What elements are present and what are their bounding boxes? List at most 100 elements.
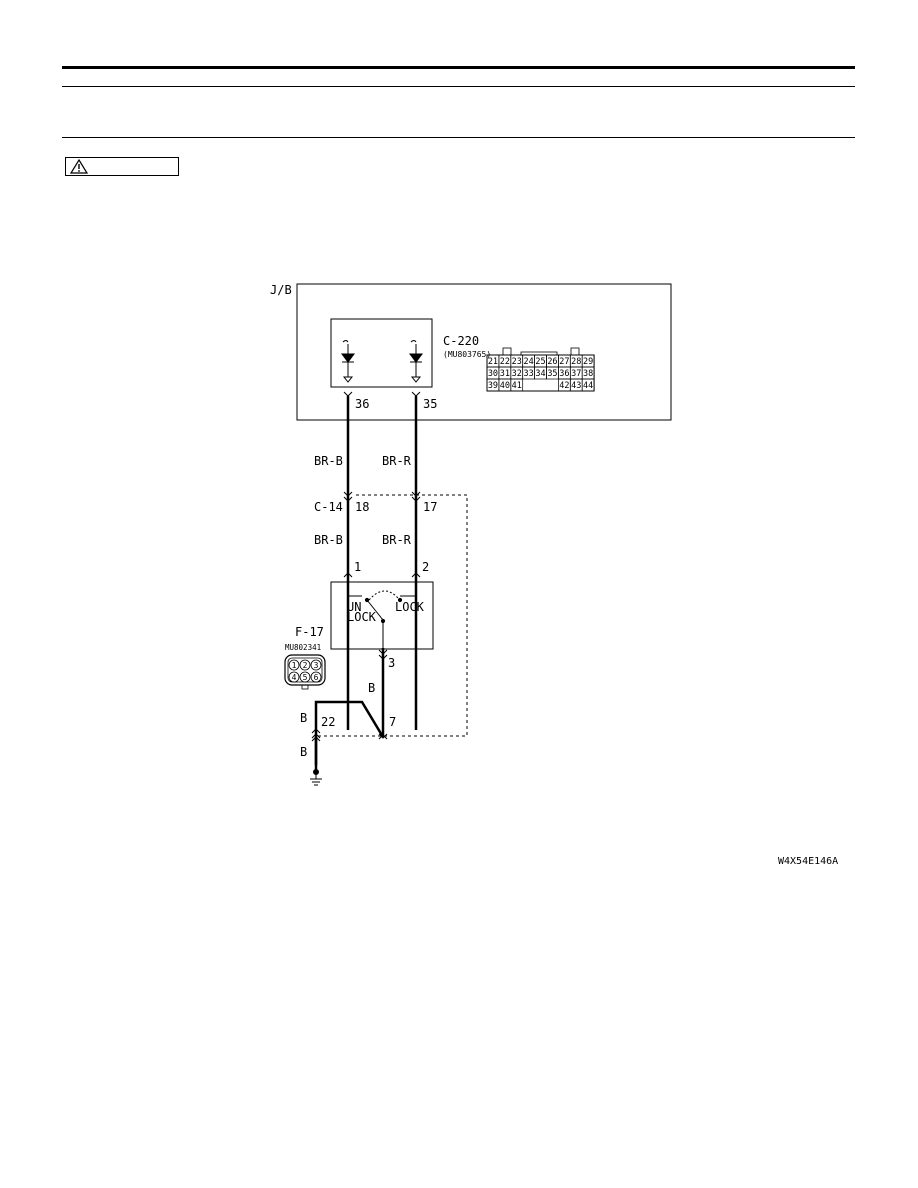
c220-pin-31: 31 [500, 369, 510, 379]
c220-pin-40: 40 [500, 381, 510, 391]
f17-pin-3: 3 [314, 661, 319, 670]
c220-pin-43: 43 [571, 381, 581, 391]
c220-pin-21: 21 [488, 357, 498, 367]
c14-17-mark-lower [411, 496, 421, 502]
wire-color-right-upper: BR-R [382, 454, 412, 468]
c220-pin-39: 39 [488, 381, 498, 391]
c220-pin-30: 30 [488, 369, 498, 379]
f17-pin-circle [288, 659, 300, 671]
wire-color-left-upper: BR-B [314, 454, 343, 468]
f17-pin-circle [310, 671, 322, 683]
c220-pin-26: 26 [547, 357, 557, 367]
header-rule-thick [62, 66, 855, 69]
switch-pin-left: 1 [354, 560, 361, 574]
c14-pin-left: 18 [355, 500, 369, 514]
c220-pin-27: 27 [559, 357, 569, 367]
c14-pin-right: 17 [423, 500, 437, 514]
c220-pin-cell [581, 378, 595, 392]
c14-22-mark-lower [311, 733, 321, 739]
c220-pin-34: 34 [535, 369, 545, 379]
switch-unlock-label-2: LOCK [347, 610, 377, 624]
c220-key-0 [502, 347, 512, 356]
warning-triangle-icon [70, 159, 88, 174]
f17-pin-4: 4 [292, 673, 297, 682]
f17-pin-1: 1 [292, 661, 297, 670]
wire-color-left-lower: BR-B [314, 533, 343, 547]
c220-pin-36: 36 [559, 369, 569, 379]
f17-pin-circle [288, 671, 300, 683]
jb-terminal-right: 35 [423, 397, 437, 411]
c14-17-mark-upper [411, 491, 421, 497]
switch-contacts [347, 582, 417, 649]
c220-part-number: (MU803765) [443, 350, 491, 359]
f17-label: F-17 [295, 625, 324, 639]
f17-pin-circle [299, 659, 311, 671]
terminal-35-mark [411, 391, 421, 397]
terminal-36-mark [343, 391, 353, 397]
f17-pin-6: 6 [314, 673, 319, 682]
switch-lock-label: LOCK [395, 600, 425, 614]
caution-box [65, 157, 179, 176]
c220-pin-33: 33 [524, 369, 534, 379]
c14-7-mark-upper [378, 733, 388, 739]
junction-block-label: J/B [270, 283, 292, 297]
wire-color-ground-vertical: B [368, 681, 375, 695]
c14-connector-outline [316, 494, 468, 737]
switch-pin-right: 2 [422, 560, 429, 574]
switch-pin-3-mark-lower [378, 654, 388, 660]
c220-pin-37: 37 [571, 369, 581, 379]
figure-code: W4X54E146A [778, 856, 838, 867]
jb-terminal-left: 36 [355, 397, 369, 411]
c220-pin-32: 32 [512, 369, 522, 379]
wire-color-ground-bottom: B [300, 745, 307, 759]
c220-pin-28: 28 [571, 357, 581, 367]
f17-part-number: MU802341 [285, 643, 321, 652]
c220-pin-24: 24 [524, 357, 534, 367]
section-rule [62, 137, 855, 138]
switch-unlock-label-1: UN [347, 600, 361, 614]
wire-color-ground-top: B [300, 711, 307, 725]
c220-pin-44: 44 [583, 381, 593, 391]
c220-pin-cell [510, 378, 524, 392]
diode-left-icon [341, 340, 355, 383]
c220-pin-42: 42 [559, 381, 569, 391]
c220-key-2 [570, 347, 580, 356]
c220-pin-35: 35 [547, 369, 557, 379]
switch-pin-2-mark [411, 572, 421, 578]
c220-pin-22: 22 [500, 357, 510, 367]
c220-pin-25: 25 [535, 357, 545, 367]
c14-label: C-14 [314, 500, 343, 514]
f17-pin-5: 5 [303, 673, 308, 682]
switch-pin-bottom: 3 [388, 656, 395, 670]
c14-pin-ground-a: 22 [321, 715, 335, 729]
jb-internal-circuit [330, 318, 433, 388]
c14-18-mark-lower [343, 496, 353, 502]
c220-label: C-220 [443, 334, 479, 348]
door-lock-switch-box [330, 581, 434, 650]
wire-b-ground [314, 700, 385, 765]
c14-pin-ground-b: 7 [389, 715, 396, 729]
c14-18-mark-upper [343, 491, 353, 497]
header-rule-thin [62, 86, 855, 87]
ground-icon [310, 769, 322, 786]
c220-pin-41: 41 [512, 381, 522, 391]
c220-pin-23: 23 [512, 357, 522, 367]
c220-pin-38: 38 [583, 369, 593, 379]
switch-pin-1-mark [343, 572, 353, 578]
c14-22-mark-lower2 [311, 736, 321, 742]
f17-pin-circle [310, 659, 322, 671]
c14-22-mark-upper [311, 728, 321, 734]
switch-pin-3-mark-upper [378, 649, 388, 655]
c14-7-mark-lower [378, 734, 388, 740]
terminal-marks [311, 391, 421, 742]
f17-pin-2: 2 [303, 661, 308, 670]
wire-color-right-lower: BR-R [382, 533, 412, 547]
junction-block-outline [296, 283, 672, 421]
c220-pin-29: 29 [583, 357, 593, 367]
f17-pin-circle [299, 671, 311, 683]
diode-right-icon [409, 340, 423, 383]
